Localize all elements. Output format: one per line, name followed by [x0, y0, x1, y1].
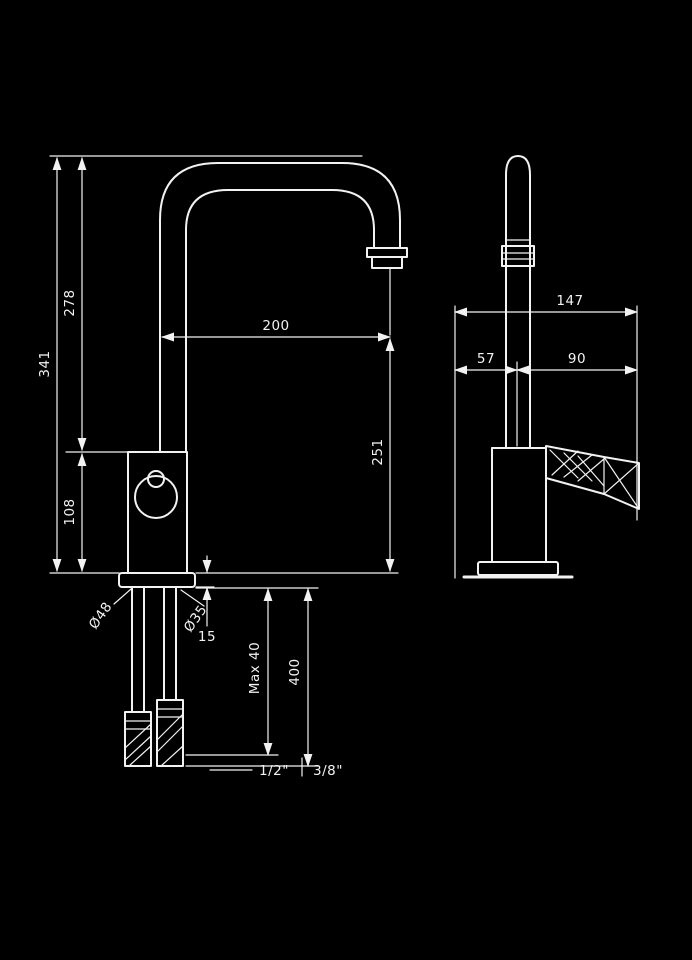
faucet-body	[127, 451, 188, 574]
dim-hose-length-label: 400	[287, 658, 303, 685]
side-base-flange	[477, 561, 559, 576]
base-flange	[118, 572, 196, 588]
front-view	[118, 162, 408, 767]
connector-right-label: 3/8"	[313, 763, 343, 779]
dim-base-diameter-label: Ø48	[86, 599, 116, 632]
side-handle-lever	[545, 445, 640, 510]
fitting-left	[124, 711, 152, 767]
dim-handle-reach-label: 90	[568, 351, 586, 367]
dim-total-height-label: 341	[37, 350, 53, 377]
side-view	[462, 155, 640, 579]
side-spout-tube	[501, 155, 535, 449]
front-dimensions: 341 278 108 200 251 15 Ø48 Ø35 Max 40 40…	[37, 155, 399, 779]
aerator	[366, 247, 408, 269]
dim-flange-height-label: 15	[198, 629, 216, 645]
dim-upper-height-label: 278	[62, 289, 78, 316]
side-dimensions: 147 57 90	[453, 293, 639, 579]
dim-body-height-label: 108	[62, 498, 78, 525]
side-body	[491, 447, 547, 563]
connector-left-label: 1/2"	[259, 763, 289, 779]
handle-knob-outer	[134, 475, 178, 519]
dim-front-offset-label: 57	[477, 351, 495, 367]
dim-max-thickness-label: Max 40	[247, 642, 263, 694]
dim-spout-reach-label: 200	[262, 318, 289, 334]
side-aerator-band	[501, 245, 535, 267]
handle-knob-inner	[147, 470, 165, 488]
supply-hoses	[131, 586, 177, 713]
spout-arch	[159, 162, 401, 453]
dim-total-depth-label: 147	[556, 293, 583, 309]
dim-outlet-height-label: 251	[370, 438, 386, 465]
fitting-right	[156, 699, 184, 767]
